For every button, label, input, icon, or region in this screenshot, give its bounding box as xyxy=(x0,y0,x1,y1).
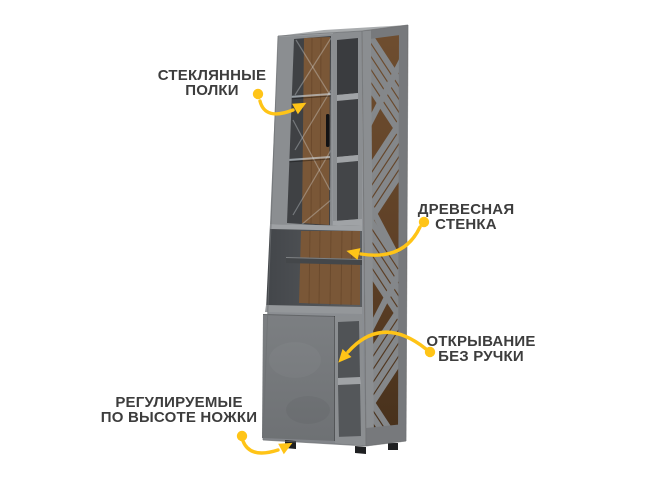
shelf-column-bottom xyxy=(335,315,366,446)
arrow-head xyxy=(346,248,361,260)
callout-arrow-push-open xyxy=(338,330,436,363)
annotation-line: ПО ВЫСОТЕ НОЖКИ xyxy=(100,409,258,426)
shelf xyxy=(337,93,358,101)
wood-back-panel xyxy=(302,37,330,225)
adjustable-foot xyxy=(388,443,398,450)
arrow-head xyxy=(338,348,352,363)
annotation-line: ДРЕВЕСНАЯ xyxy=(417,201,515,218)
shelf-column-top xyxy=(333,31,362,230)
callout-arrow-glass-shelves xyxy=(252,88,307,116)
glass-shelf-line xyxy=(287,156,331,161)
arrow-dot xyxy=(418,216,430,228)
cabinet-top xyxy=(278,25,408,36)
arrow-head xyxy=(278,442,293,455)
annotation-line: БЕЗ РУЧКИ xyxy=(438,348,524,365)
annotation-glass-shelves: СТЕКЛЯННЫЕ ПОЛКИ xyxy=(132,68,292,98)
arrow-dot xyxy=(236,430,248,442)
annotation-line: ОТКРЫВАНИЕ xyxy=(426,333,536,350)
bottom-door xyxy=(262,314,336,441)
adjustable-foot xyxy=(355,446,366,454)
annotation-adjustable-legs: РЕГУЛИРУЕМЫЕ ПО ВЫСОТЕ НОЖКИ xyxy=(97,395,261,425)
annotation-line: СТЕКЛЯННЫЕ xyxy=(157,67,267,84)
annotation-line: СТЕНКА xyxy=(435,216,497,233)
door-handle xyxy=(326,114,330,147)
arrow-dot xyxy=(252,88,264,100)
wood-back-wall xyxy=(299,231,360,305)
shelf xyxy=(337,155,358,163)
annotation-line: РЕГУЛИРУЕМЫЕ xyxy=(115,394,243,411)
annotation-push-open: ОТКРЫВАНИЕ БЕЗ РУЧКИ xyxy=(421,334,541,364)
wood-niche xyxy=(265,224,363,314)
callout-arrow-adjustable-legs xyxy=(236,430,293,455)
cabinet-edges xyxy=(262,24,409,447)
annotation-wood-wall: ДРЕВЕСНАЯ СТЕНКА xyxy=(406,202,526,232)
arrow-head xyxy=(292,102,307,115)
callout-arrow-wood-wall xyxy=(346,216,430,260)
decorative-side-panel xyxy=(362,25,408,446)
annotation-line: ПОЛКИ xyxy=(185,82,239,99)
shelf xyxy=(338,377,361,385)
glass-shelf-line xyxy=(288,93,331,98)
glass-door xyxy=(270,34,333,227)
